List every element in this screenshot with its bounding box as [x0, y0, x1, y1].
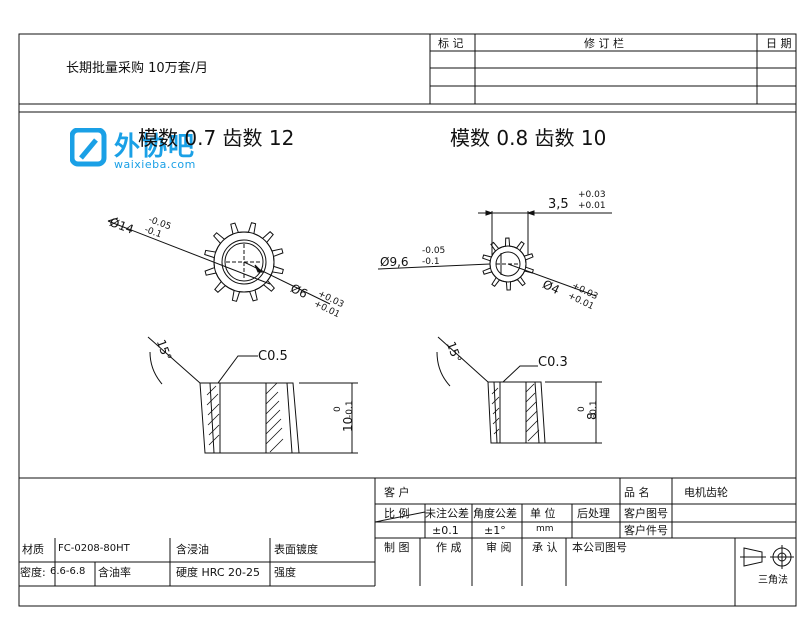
material-label: 材质 — [22, 543, 44, 556]
customer-label: 客 户 — [384, 486, 410, 499]
oil-rate-label: 含油率 — [98, 566, 131, 579]
angle-tol-label: 角度公差 — [473, 507, 517, 520]
left-gear-title: 模数 0.7 齿数 12 — [138, 126, 295, 150]
left-gear-face-view — [107, 217, 331, 305]
product-label: 品 名 — [624, 486, 650, 499]
untol-label: 未注公差 — [425, 507, 469, 520]
right-gear-title: 模数 0.8 齿数 10 — [450, 126, 607, 150]
right-outer-tol-upper: -0.05 — [422, 246, 446, 256]
left-chamfer: C0.5 — [258, 349, 288, 364]
projection-label: 三角法 — [758, 575, 788, 586]
hardness-label: 硬度 HRC 20-25 — [176, 566, 261, 579]
review-label: 审 阅 — [486, 541, 512, 554]
revision-mark-header: 标 记 — [438, 37, 464, 50]
right-outer-dia: Ø9,6 — [380, 255, 409, 269]
left-gear-side-view — [147, 336, 358, 454]
left-height: 10 — [341, 416, 355, 432]
right-outer-tol-lower: -0.1 — [422, 257, 440, 267]
customer-drawing-label: 客户图号 — [624, 507, 668, 520]
right-gear-side-view — [436, 336, 602, 444]
right-height-tol-upper: 0 — [577, 406, 587, 412]
material-value: FC-0208-80HT — [58, 543, 130, 554]
third-angle-projection-icon — [740, 545, 794, 569]
right-gear-face-view — [377, 210, 612, 297]
unit-label: 单 位 — [530, 507, 556, 520]
post-process-label: 后处理 — [577, 507, 610, 520]
watermark-site: waixieba.com — [114, 158, 196, 171]
right-flat-tol-upper: +0.03 — [578, 190, 606, 200]
untol-value: ±0.1 — [432, 524, 459, 537]
right-flat-tol-lower: +0.01 — [578, 201, 606, 211]
surface-label: 表面镀度 — [274, 543, 318, 556]
right-height-tol-lower: -0.1 — [589, 400, 599, 418]
oil-label: 含浸油 — [176, 543, 209, 556]
right-flat-dim: 3,5 — [548, 197, 569, 212]
right-chamfer: C0.3 — [538, 355, 568, 370]
product-value: 电机齿轮 — [684, 486, 728, 499]
waixieba-logo-icon — [70, 128, 107, 167]
customer-part-label: 客户件号 — [624, 524, 668, 537]
left-height-tol-lower: -0.1 — [345, 400, 355, 418]
angle-tol-value: ±1° — [484, 524, 506, 537]
purchase-note: 长期批量采购 10万套/月 — [66, 61, 209, 76]
company-drawing-label: 本公司图号 — [572, 541, 627, 554]
revision-header: 修 订 栏 — [584, 37, 624, 50]
watermark-brand: 外协吧 — [114, 132, 196, 162]
left-height-tol-upper: 0 — [333, 406, 343, 412]
density-label: 密度: — [20, 566, 46, 579]
density-value: 6.6-6.8 — [50, 566, 86, 577]
approve-label: 承 认 — [532, 541, 558, 554]
revision-date-header: 日 期 — [766, 37, 792, 50]
unit-value: mm — [536, 524, 554, 534]
strength-label: 强度 — [274, 566, 296, 579]
drawn-label: 制 图 — [384, 541, 410, 554]
scale-label: 比 例 — [384, 507, 410, 520]
made-label: 作 成 — [436, 541, 462, 554]
